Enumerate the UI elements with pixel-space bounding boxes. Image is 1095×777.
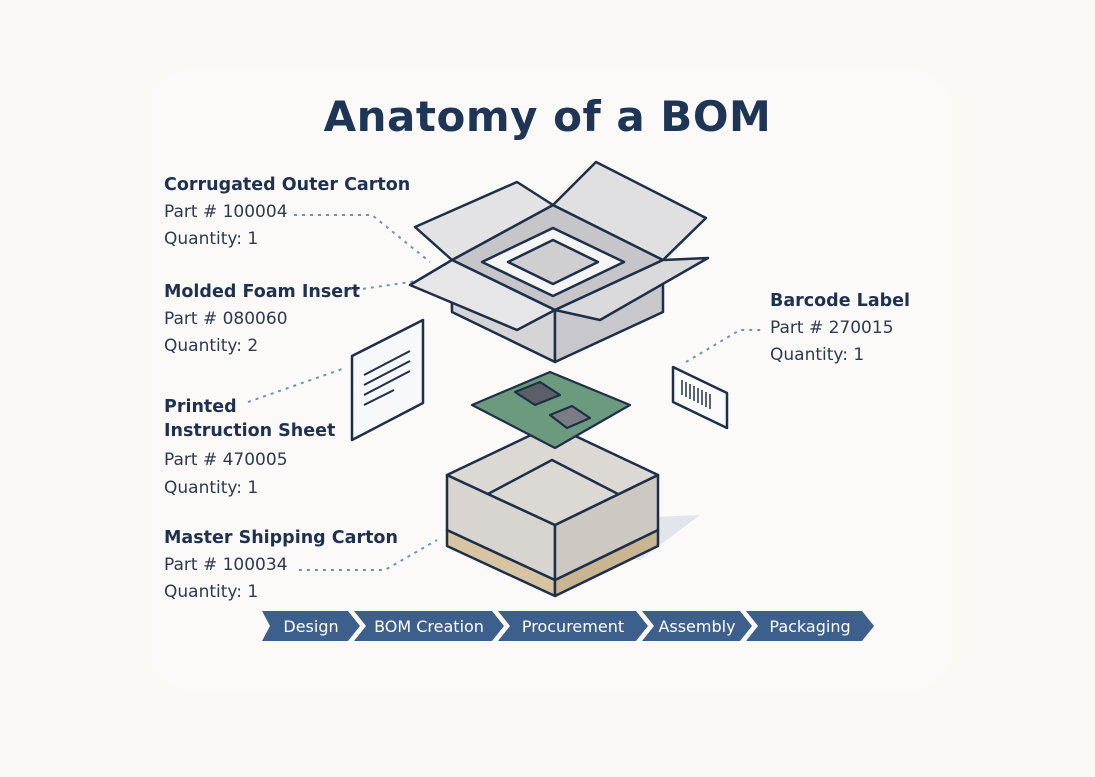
quantity: Quantity: 1 xyxy=(164,582,259,602)
part-number: Part # 470005 xyxy=(164,450,288,470)
quantity: Quantity: 2 xyxy=(164,336,259,356)
outer-carton-icon xyxy=(408,160,710,364)
step-procurement: Procurement xyxy=(498,611,648,641)
barcode-label-icon xyxy=(671,365,729,430)
quantity: Quantity: 1 xyxy=(770,345,865,365)
component-name: Molded Foam Insert xyxy=(164,282,361,302)
circuit-board-icon xyxy=(470,370,632,450)
instruction-sheet-icon xyxy=(350,318,425,442)
label-outer-carton: Corrugated Outer Carton Part # 100004 Qu… xyxy=(164,172,410,253)
part-number: Part # 100034 xyxy=(164,555,288,575)
component-name: Barcode Label xyxy=(770,291,911,311)
part-number: Part # 270015 xyxy=(770,318,894,338)
leader-line-instruction-sheet xyxy=(247,367,346,403)
leader-line-barcode xyxy=(685,329,765,363)
process-flow: Design BOM Creation Procurement Assembly… xyxy=(262,611,868,641)
component-name: Corrugated Outer Carton xyxy=(164,175,411,195)
part-number: Part # 100004 xyxy=(164,202,288,222)
part-number: Part # 080060 xyxy=(164,309,288,329)
step-design: Design xyxy=(262,611,360,641)
step-assembly: Assembly xyxy=(642,611,752,641)
master-shipping-carton-icon xyxy=(445,423,700,598)
step-packaging: Packaging xyxy=(746,611,874,641)
label-barcode: Barcode Label Part # 270015 Quantity: 1 xyxy=(770,288,910,369)
component-name: Master Shipping Carton xyxy=(164,528,398,548)
label-instruction-sheet: Printed Instruction Sheet Part # 470005 … xyxy=(164,395,335,502)
quantity: Quantity: 1 xyxy=(164,478,259,498)
component-name-line1: Printed xyxy=(164,397,237,417)
page-title: Anatomy of a BOM xyxy=(323,92,772,141)
leader-line-outer-carton xyxy=(294,214,431,263)
step-bom-creation: BOM Creation xyxy=(354,611,504,641)
component-name-line2: Instruction Sheet xyxy=(164,421,336,441)
label-master-carton: Master Shipping Carton Part # 100034 Qua… xyxy=(164,525,398,606)
quantity: Quantity: 1 xyxy=(164,229,259,249)
label-foam-insert: Molded Foam Insert Part # 080060 Quantit… xyxy=(164,279,360,360)
